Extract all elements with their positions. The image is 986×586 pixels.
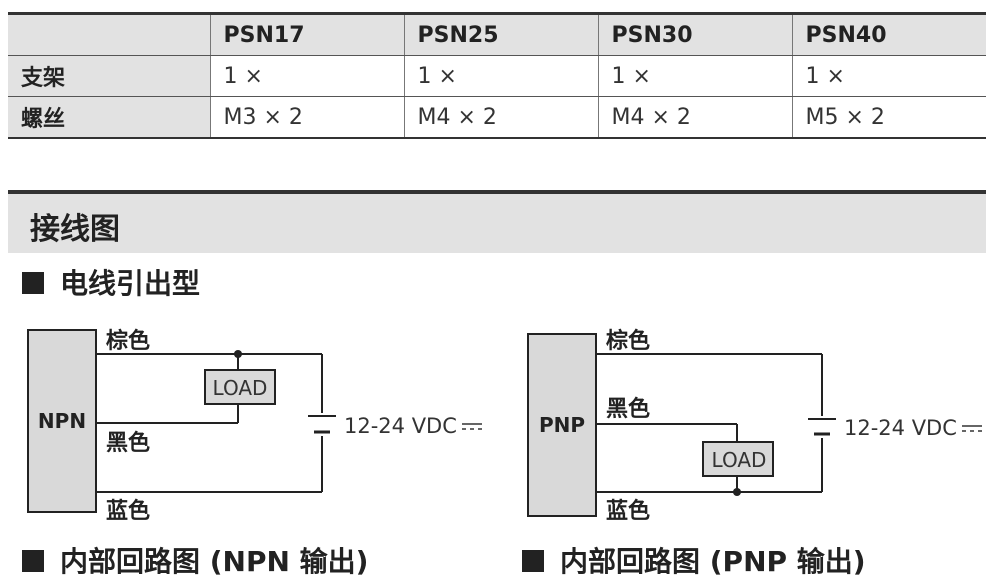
table-cell: 1 × bbox=[209, 55, 404, 97]
npn-junction-dot bbox=[234, 350, 242, 358]
pnp-load-box bbox=[702, 441, 774, 477]
square-bullet-icon bbox=[22, 550, 44, 572]
pnp-blue-label: 蓝色 bbox=[606, 498, 650, 524]
square-bullet-icon bbox=[522, 550, 544, 572]
npn-dc-symbol-icon bbox=[462, 423, 482, 430]
section-title: 接线图 bbox=[30, 212, 120, 247]
npn-supply-label: 12-24 VDC bbox=[344, 414, 457, 438]
pnp-load-label: LOAD bbox=[712, 448, 767, 472]
square-bullet-icon bbox=[22, 272, 44, 294]
npn-black-label: 黑色 bbox=[106, 430, 150, 456]
subheading: 电线引出型 bbox=[22, 262, 200, 302]
header-psn17: PSN17 bbox=[209, 12, 404, 56]
header-psn40: PSN40 bbox=[791, 12, 986, 56]
header-psn30: PSN30 bbox=[597, 12, 792, 56]
table-cell: M4 × 2 bbox=[403, 96, 598, 139]
pnp-junction-dot bbox=[733, 488, 741, 496]
row-label-bracket: 支架 bbox=[8, 55, 210, 97]
pnp-diagram bbox=[527, 333, 836, 517]
table-row: 支架 1 × 1 × 1 × 1 × bbox=[8, 55, 986, 97]
pnp-caption-text: 内部回路图 (PNP 输出) bbox=[560, 545, 866, 578]
table-cell: M3 × 2 bbox=[209, 96, 404, 139]
row-label-screw: 螺丝 bbox=[8, 96, 210, 139]
npn-blue-label: 蓝色 bbox=[106, 498, 150, 524]
npn-load-label: LOAD bbox=[213, 376, 268, 400]
pnp-caption: 内部回路图 (PNP 输出) bbox=[522, 540, 866, 580]
table-cell: M4 × 2 bbox=[597, 96, 792, 139]
table-row: 螺丝 M3 × 2 M4 × 2 M4 × 2 M5 × 2 bbox=[8, 96, 986, 139]
pnp-black-label: 黑色 bbox=[606, 396, 650, 422]
accessories-table: PSN17 PSN25 PSN30 PSN40 支架 1 × 1 × 1 × 1… bbox=[8, 12, 986, 139]
npn-block-label: NPN bbox=[38, 409, 86, 433]
npn-diagram bbox=[27, 329, 336, 513]
table-header-row: PSN17 PSN25 PSN30 PSN40 bbox=[8, 12, 986, 56]
section-header: 接线图 bbox=[8, 190, 986, 253]
npn-load-box bbox=[204, 369, 276, 405]
header-psn25: PSN25 bbox=[403, 12, 598, 56]
npn-caption-text: 内部回路图 (NPN 输出) bbox=[60, 545, 369, 578]
pnp-brown-label: 棕色 bbox=[606, 328, 650, 354]
table-cell: M5 × 2 bbox=[791, 96, 986, 139]
table-cell: 1 × bbox=[403, 55, 598, 97]
npn-sensor-block bbox=[27, 329, 97, 513]
subheading-text: 电线引出型 bbox=[60, 267, 201, 300]
pnp-dc-symbol-icon bbox=[962, 425, 982, 432]
table-cell: 1 × bbox=[597, 55, 792, 97]
npn-labels: 棕色 黑色 蓝色 NPN LOAD 12-24 VDC bbox=[38, 328, 482, 524]
pnp-block-label: PNP bbox=[539, 413, 585, 437]
npn-brown-label: 棕色 bbox=[106, 328, 150, 354]
pnp-labels: 棕色 黑色 蓝色 PNP LOAD 12-24 VDC bbox=[539, 328, 982, 524]
pnp-supply-label: 12-24 VDC bbox=[844, 416, 957, 440]
header-empty-cell bbox=[8, 12, 210, 56]
npn-caption: 内部回路图 (NPN 输出) bbox=[22, 540, 368, 580]
table-cell: 1 × bbox=[791, 55, 986, 97]
